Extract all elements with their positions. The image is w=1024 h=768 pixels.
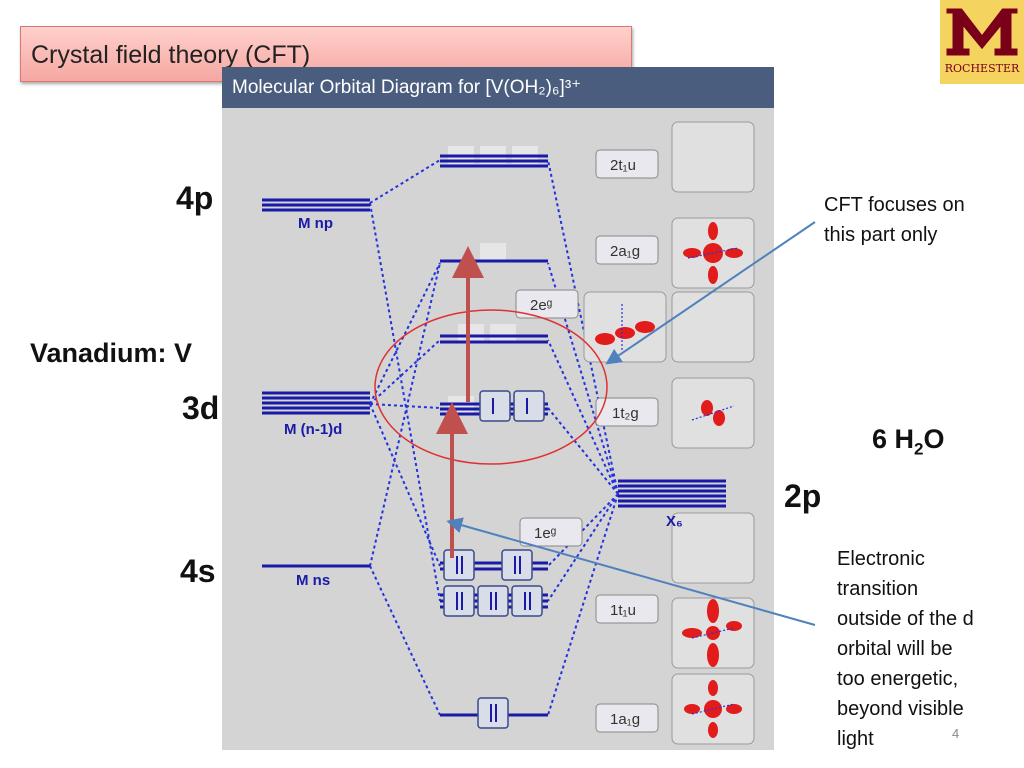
cft-note-line-2: this part only (824, 224, 938, 246)
mo-label-2eg: 2eᵍ (530, 297, 553, 314)
label-4p: 4p (176, 180, 214, 216)
logo-text: ROCHESTER (944, 62, 1020, 75)
level-label-np: M np (298, 215, 333, 232)
cft-note-pointer (605, 221, 816, 365)
figure-header: Molecular Orbital Diagram for [V(OH₂)₆]³… (222, 67, 774, 108)
label-water: 6 H2O (872, 424, 945, 459)
mo-label-2t1u: 2t₁u (610, 157, 636, 174)
slide-title: Crystal field theory (CFT) (31, 41, 311, 69)
transition-note-line-1: Electronic (837, 548, 925, 570)
cft-focus-ellipse (374, 309, 608, 465)
electron-boxes (443, 390, 545, 729)
level-label-ns: M ns (296, 572, 330, 589)
orbital-lobes (595, 222, 743, 738)
mo-label-1a1g: 1a₁g (610, 711, 640, 728)
label-vanadium: Vanadium: V (30, 338, 193, 368)
transition-note-pointer (446, 517, 816, 626)
cft-note-line-1: CFT focuses on (824, 194, 965, 216)
mo-label-1eg: 1eᵍ (534, 525, 557, 542)
metal-level-labels: M np M (n-1)d M ns X₆ (284, 215, 683, 589)
mo-label-2a1g: 2a₁g (610, 243, 640, 260)
mo-diagram-figure: Molecular Orbital Diagram for [V(OH₂)₆]³… (222, 67, 774, 750)
transition-note-line-7: light (837, 728, 874, 750)
level-label-x6: X₆ (666, 513, 683, 530)
orbital-axes (621, 247, 739, 715)
mo-label-1t1u: 1t₁u (610, 602, 636, 619)
label-3d: 3d (182, 390, 220, 426)
ligand-levels (618, 479, 726, 508)
label-4s: 4s (180, 553, 216, 589)
transition-note-line-5: too energetic, (837, 668, 959, 690)
figure-title: Molecular Orbital Diagram for [V(OH₂)₆]³… (232, 77, 582, 98)
metal-levels (262, 198, 370, 568)
mo-diagram-svg: M np M (n-1)d M ns X₆ 2t₁u 2a₁g 2eᵍ 1t₂g… (262, 121, 755, 745)
cft-note: CFT focuses on this part only (824, 190, 965, 250)
water-prefix: 6 H (872, 424, 915, 454)
transition-note-line-2: transition (837, 578, 919, 600)
m-logo-icon (945, 7, 1019, 57)
slide-number: 4 (952, 726, 960, 741)
label-2p: 2p (784, 478, 822, 514)
university-logo: ROCHESTER (940, 0, 1024, 84)
mo-diagram-body: M np M (n-1)d M ns X₆ 2t₁u 2a₁g 2eᵍ 1t₂g… (222, 108, 774, 750)
water-suffix: O (923, 424, 945, 454)
transition-note: Electronic transition outside of the d o… (837, 544, 974, 754)
mo-label-1t2g: 1t₂g (612, 405, 639, 422)
water-subscript: 2 (914, 439, 924, 459)
correlation-lines (369, 159, 619, 716)
mo-labels: 2t₁u 2a₁g 2eᵍ 1t₂g 1eᵍ 1t₁u 1a₁g (530, 157, 640, 728)
transition-note-line-6: beyond visible (837, 698, 964, 720)
transition-note-line-4: orbital will be (837, 638, 953, 660)
transition-note-line-3: outside of the d (837, 608, 974, 630)
electron-arrows (456, 398, 531, 722)
orbital-picture-frames (583, 121, 755, 745)
level-label-n1d: M (n-1)d (284, 421, 342, 438)
mo-label-boxes (515, 149, 659, 733)
